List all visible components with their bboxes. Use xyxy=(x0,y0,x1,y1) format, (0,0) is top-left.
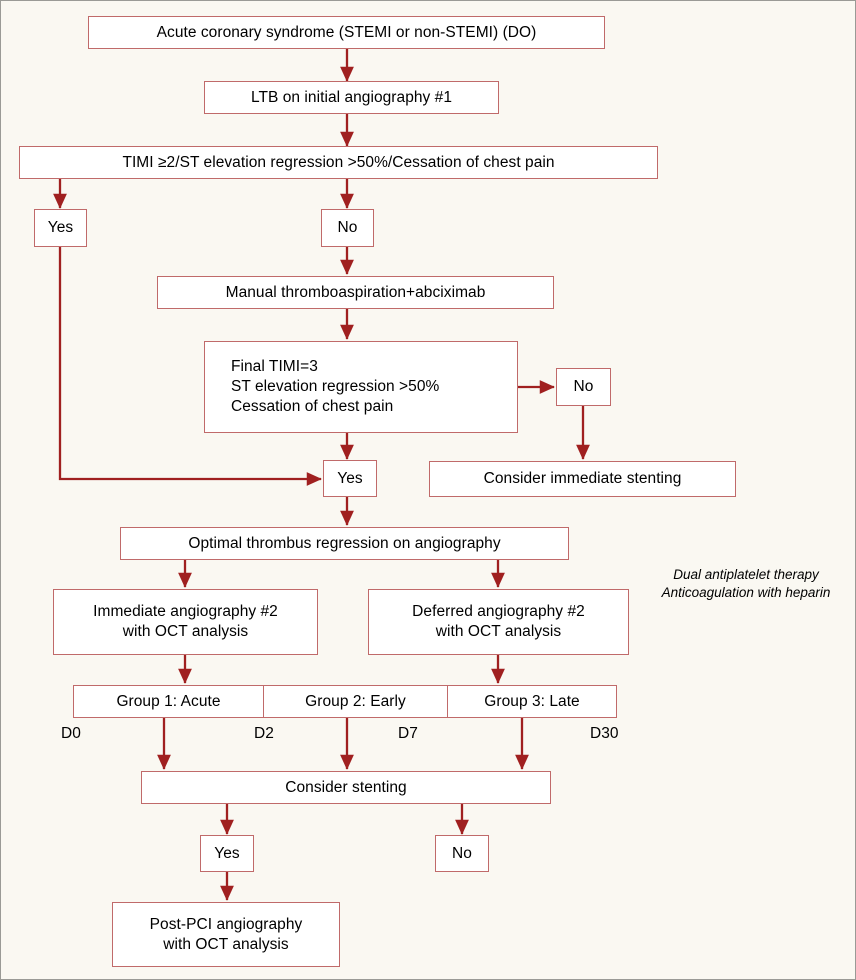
node-optimal-thrombus-regression: Optimal thrombus regression on angiograp… xyxy=(120,527,569,560)
node-group-3-late: Group 3: Late xyxy=(447,685,617,718)
day-label-d30: D30 xyxy=(590,725,619,742)
day-label-d2: D2 xyxy=(254,725,274,742)
node-consider-stenting: Consider stenting xyxy=(141,771,551,804)
node-final-timi-criteria: Final TIMI=3 ST elevation regression >50… xyxy=(204,341,518,433)
node-group-2-early: Group 2: Early xyxy=(263,685,448,718)
node-group-1-acute: Group 1: Acute xyxy=(73,685,264,718)
node-ltb-initial-angiography: LTB on initial angiography #1 xyxy=(204,81,499,114)
node-post-pci-angiography: Post-PCI angiography with OCT analysis xyxy=(112,902,340,967)
node-yes-consider-stenting: Yes xyxy=(200,835,254,872)
side-note-medication: Dual antiplatelet therapy Anticoagulatio… xyxy=(661,567,831,601)
node-no-consider-stenting: No xyxy=(435,835,489,872)
node-acute-coronary-syndrome: Acute coronary syndrome (STEMI or non-ST… xyxy=(88,16,605,49)
node-consider-immediate-stenting: Consider immediate stenting xyxy=(429,461,736,497)
node-manual-thromboaspiration: Manual thromboaspiration+abciximab xyxy=(157,276,554,309)
node-no-final-timi: No xyxy=(556,368,611,406)
day-label-d7: D7 xyxy=(398,725,418,742)
node-deferred-angiography-2: Deferred angiography #2 with OCT analysi… xyxy=(368,589,629,655)
node-timi-criteria: TIMI ≥2/ST elevation regression >50%/Ces… xyxy=(19,146,658,179)
node-yes-final-timi: Yes xyxy=(323,460,377,497)
node-yes-timi-criteria: Yes xyxy=(34,209,87,247)
day-label-d0: D0 xyxy=(61,725,81,742)
node-no-timi-criteria: No xyxy=(321,209,374,247)
node-immediate-angiography-2: Immediate angiography #2 with OCT analys… xyxy=(53,589,318,655)
